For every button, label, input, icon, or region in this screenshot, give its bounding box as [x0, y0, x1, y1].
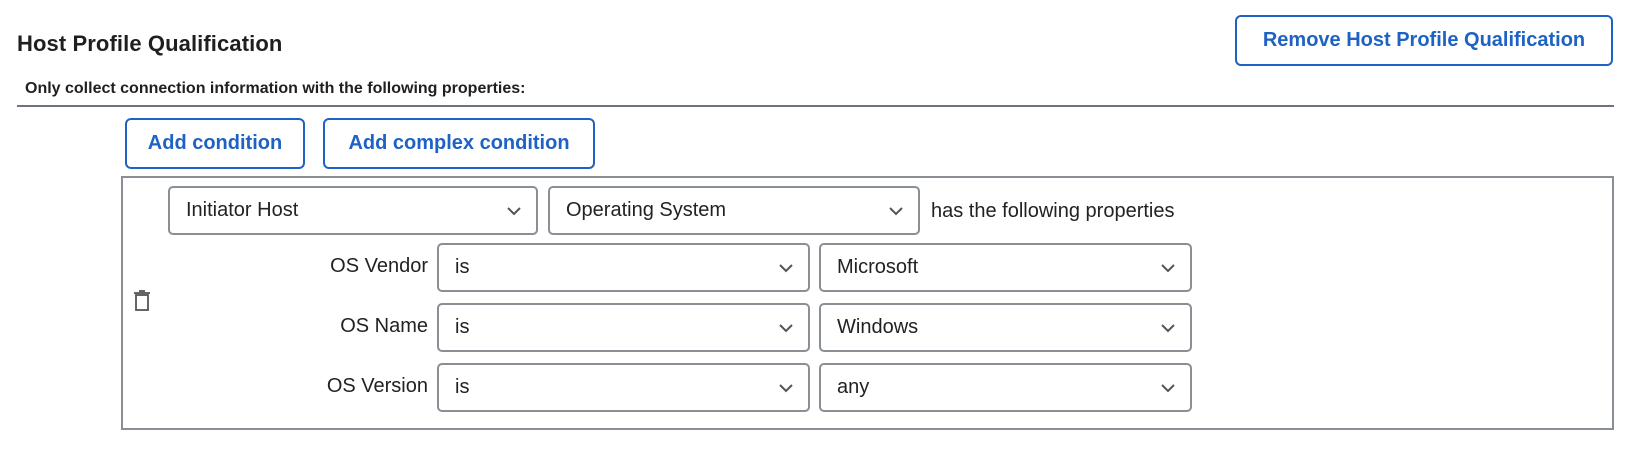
- operator-select[interactable]: is: [437, 363, 810, 412]
- chevron-down-icon: [507, 206, 521, 215]
- value-select[interactable]: any: [819, 363, 1192, 412]
- chevron-down-icon: [779, 383, 793, 392]
- value-select-value: Windows: [837, 316, 919, 338]
- value-select[interactable]: Windows: [819, 303, 1192, 352]
- chevron-down-icon: [779, 263, 793, 272]
- operator-select-value: is: [455, 376, 470, 398]
- operator-select-value: is: [455, 316, 470, 338]
- trash-icon[interactable]: [132, 290, 152, 312]
- page-title: Host Profile Qualification: [17, 31, 283, 56]
- chevron-down-icon: [1161, 323, 1175, 332]
- chevron-down-icon: [1161, 263, 1175, 272]
- value-select-value: Microsoft: [837, 256, 919, 278]
- subject-select-value: Initiator Host: [186, 199, 299, 221]
- condition-suffix-text: has the following properties: [931, 200, 1175, 222]
- property-label: OS Name: [340, 315, 428, 337]
- remove-host-profile-qualification-button[interactable]: Remove Host Profile Qualification: [1235, 15, 1613, 66]
- operator-select[interactable]: is: [437, 303, 810, 352]
- operator-select[interactable]: is: [437, 243, 810, 292]
- divider: [17, 105, 1614, 107]
- value-select-value: any: [837, 376, 870, 398]
- chevron-down-icon: [889, 206, 903, 215]
- subject-select[interactable]: Initiator Host: [168, 186, 538, 235]
- section-description: Only collect connection information with…: [25, 80, 526, 97]
- property-label: OS Vendor: [330, 255, 428, 277]
- add-complex-condition-button[interactable]: Add complex condition: [323, 118, 595, 169]
- operator-select-value: is: [455, 256, 470, 278]
- value-select[interactable]: Microsoft: [819, 243, 1192, 292]
- add-condition-button[interactable]: Add condition: [125, 118, 305, 169]
- chevron-down-icon: [779, 323, 793, 332]
- property-label: OS Version: [326, 375, 428, 397]
- attribute-select-value: Operating System: [566, 199, 727, 221]
- attribute-select[interactable]: Operating System: [548, 186, 920, 235]
- chevron-down-icon: [1161, 383, 1175, 392]
